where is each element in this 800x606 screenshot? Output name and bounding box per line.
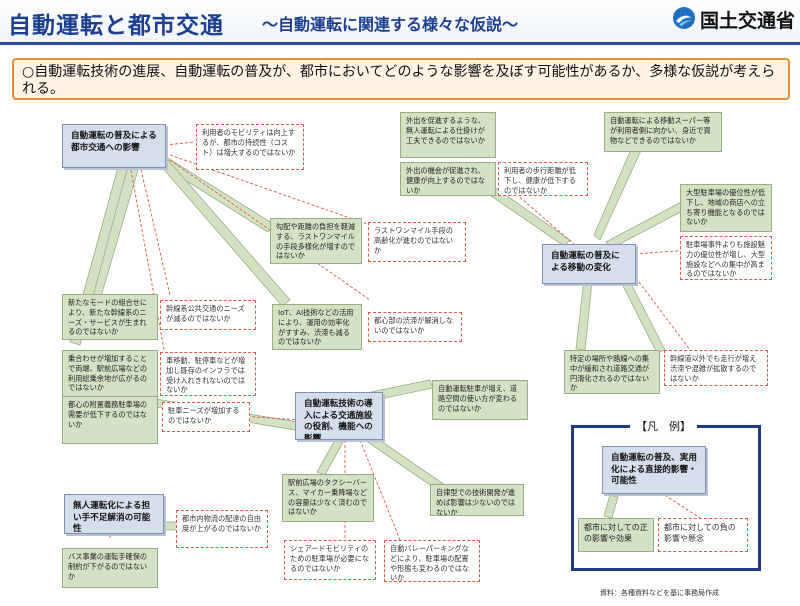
hypothesis-parking-business: 駐車場事件よりも施設魅力の優位性が増し、大型施設などへの集中が高まるのではないか: [680, 236, 772, 280]
arrow-hub2-shopping: [593, 139, 645, 241]
ministry-name: 国土交通省: [700, 10, 796, 32]
hypothesis-user-cost: 利用者のモビリティは向上するが、都市の持続性（コスト）は増大するのではないか: [196, 124, 304, 170]
source-note: 資料：各種資料などを基に事務局作成: [600, 589, 719, 597]
hypothesis-elderly-outings: 外出を促進するような、無人運転による仕掛けが工夫できるのではないか: [400, 112, 496, 158]
hypothesis-vehicle-movement: 車移動、駐停車などが増加し既存のインフラでは受け入れきれないのではないか: [160, 352, 256, 396]
hypothesis-large-parking: 大型駐車場の優位性が低下し、地域の商店への立ち寄り機能となるのではないか: [680, 184, 772, 232]
hypothesis-walk-decrease: 利用者の歩行距離が低下し、健康が低下するのではないか: [498, 162, 588, 196]
legend-negative-impact: 都市に対しての負の影響や懸念: [658, 518, 748, 552]
hypothesis-modal-combo: 新たなモードの組合せにより、新たな幹線系のニーズ・サービスが生まれるのではないか: [62, 294, 158, 340]
legend-positive-impact: 都市に対しての正の影響や効果: [578, 518, 654, 552]
hypothesis-shared-mobility: シェアードモビリティのための駐車場が必要になるのではないか: [284, 540, 376, 580]
hypothesis-specific-areas: 特定の場所や路線への集中が緩和され道路交通が円滑化されるのではないか: [564, 350, 660, 394]
hub-mobility-change: 自動運転の普及による移動の変化: [542, 244, 636, 284]
hypothesis-outing-chance: 外出の機会が促進され、健康が向上するのではないか: [400, 162, 496, 196]
hypothesis-congestion: 都心部の渋滞が解消しないのではないか: [368, 312, 462, 342]
arrow-hub2-large: [605, 199, 691, 249]
hypothesis-bus-drivers: バス事業の運転手確保の制約が下がるのではないか: [62, 548, 158, 588]
hypothesis-shopping: 自動運転による移動スーパー等が利用者側に向かい、身近で買物などできるのではないか: [604, 112, 722, 152]
summary-box: ○自動運転技術の進展、自動運転の普及が、都市においてどのような影響を及ぼす可能性…: [12, 58, 790, 100]
link-hub1-vehicle: [129, 164, 166, 356]
link-hub2-outside: [629, 269, 691, 351]
hypothesis-valet-parking: 自動バレーパーキングなどにより、駐車場の配置や形態も変わるのではないか: [384, 540, 480, 582]
ministry-logo-icon: [673, 7, 695, 29]
arrow-hub3-station: [316, 439, 344, 476]
hypothesis-parking-demand: 駐車ニーズが増加するのではないか: [162, 402, 250, 432]
legend-direct-impact: 自動運転の普及、実用化による直接的影響・可能性: [602, 446, 706, 494]
hypothesis-auto-parking: 自動運転駐車が増え、道路空間の使い方が変わるのではないか: [432, 380, 528, 420]
hub-unmanned-driving: 無人運転化による担い手不足解消の可能性: [64, 494, 164, 534]
legend-title: 【凡 例】: [630, 418, 697, 434]
hypothesis-outside-trunk: 幹線道以外でも走行が増え渋滞や混雑が拡散するのではないか: [664, 350, 768, 386]
link-hub3-valet: [359, 439, 401, 541]
hypothesis-last-mile: ラストワンマイル手段の高齢化が進むのではないか: [368, 222, 466, 262]
hypothesis-trunk-transit: 幹線系公共交通のニーズが減るのではないか: [160, 300, 256, 330]
hypothesis-logistics: 都市内物流の配達の自由度が上がるのではないか: [176, 510, 268, 548]
hypothesis-iot-ai: IoT、AI技術などの活用により、運用の効率化がすすみ、渋滞も減るのではないか: [272, 304, 362, 350]
hub-urban-transport: 自動運転の普及による都市交通への影響: [62, 124, 166, 168]
link-hub1-user: [164, 141, 196, 146]
page-title: 自動運転と都市交通: [8, 13, 224, 39]
title-bar: [0, 0, 800, 44]
link-hub1-trunk: [139, 164, 171, 296]
hypothesis-downtown-parking: 都心の附置義務駐車場の需要が低下するのではないか: [62, 396, 158, 444]
hypothesis-delivery-burden: 勾配や距離の負担を軽減する、ラストワンマイルの手段多様化が増すのではないか: [270, 218, 362, 264]
hypothesis-station-plaza: 駅前広場のタクシーバース、マイカー乗降場などの容量は少なく済むのではないか: [282, 474, 374, 522]
title-rule: [0, 42, 800, 45]
summary-text: ○自動運転技術の進展、自動運転の普及が、都市においてどのような影響を及ぼす可能性…: [22, 64, 776, 97]
hypothesis-pickup-increase: 乗合わせが増加することで両端、駅前広場などの利用総乗余地が広がるのではないか: [62, 350, 158, 398]
hub-facility-role: 自動運転技術の導入による交通施設の役割、機能への影響: [295, 392, 383, 440]
page-subtitle: ～自動運転に関連する様々な仮説～: [262, 15, 519, 34]
hypothesis-autonomous-tech: 自律型での技術開発が進めば影響は少ないのではないか: [430, 484, 524, 516]
